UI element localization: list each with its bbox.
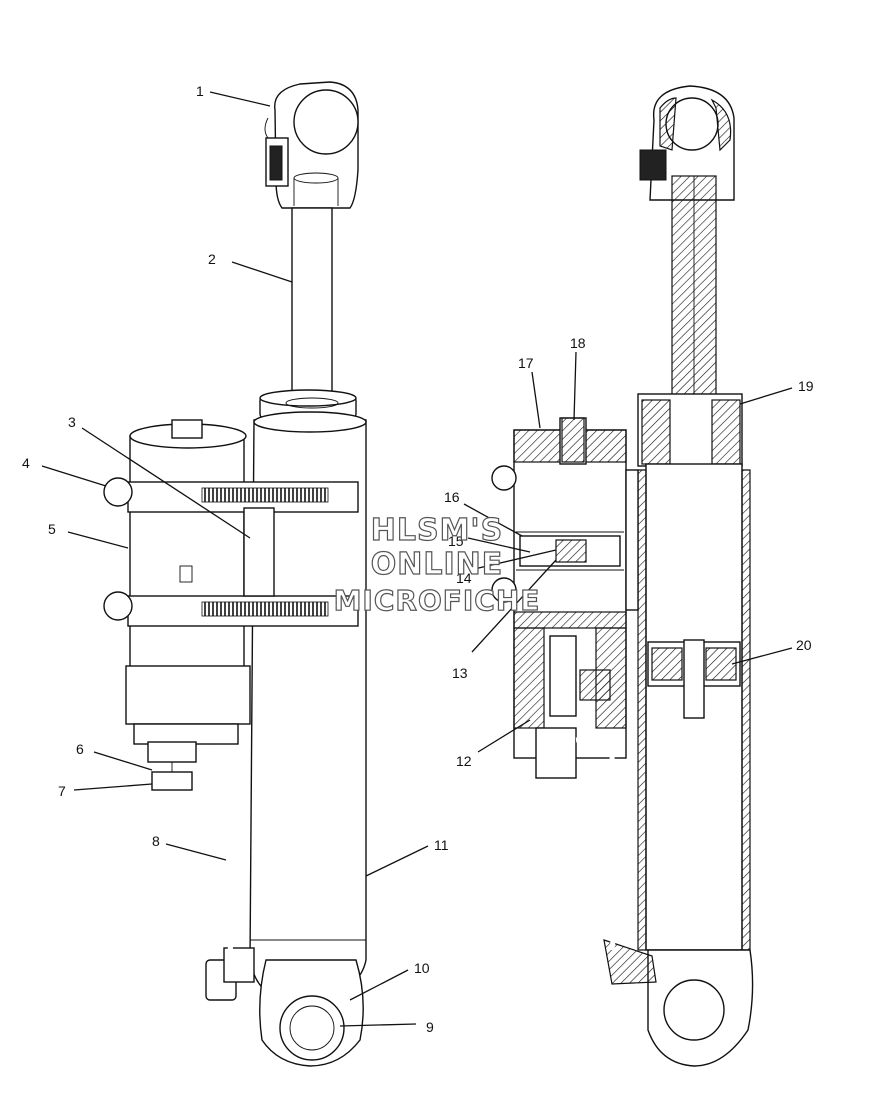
- callout-11: 11: [434, 837, 449, 853]
- callout-4: 4: [22, 455, 30, 471]
- callout-7: 7: [58, 783, 66, 799]
- section-view: [491, 85, 754, 1067]
- callout-20: 20: [796, 637, 812, 653]
- watermark: HLSM'S ONLINE MICROFICHE: [333, 512, 541, 617]
- external-view: [103, 81, 367, 1067]
- callout-16: 16: [444, 489, 460, 505]
- callout-5: 5: [48, 521, 56, 537]
- callout-14: 14: [456, 570, 472, 586]
- clamp-bands: [103, 477, 359, 627]
- watermark-line-2: ONLINE: [371, 547, 504, 582]
- bottom-eyelet: [205, 947, 364, 1067]
- callout-9: 9: [426, 1019, 434, 1035]
- reservoir: [125, 419, 251, 791]
- watermark-line-1: HLSM'S: [371, 513, 503, 548]
- callout-15: 15: [448, 533, 464, 549]
- shaft: [291, 207, 333, 399]
- callout-2: 2: [208, 251, 216, 267]
- callout-10: 10: [414, 960, 430, 976]
- top-eyelet: [264, 81, 359, 209]
- leader-lines: [41, 91, 793, 1027]
- callout-12: 12: [456, 753, 472, 769]
- main-cylinder: [249, 411, 367, 1003]
- callout-1: 1: [196, 83, 204, 99]
- callout-numbers: 1 2 3 4 5 6 7 8 9 10 11 12 13 14 15 16 1…: [22, 83, 814, 1035]
- callout-17: 17: [518, 355, 534, 371]
- callout-6: 6: [76, 741, 84, 757]
- callout-3: 3: [68, 414, 76, 430]
- watermark-line-3: MICROFICHE: [334, 584, 541, 617]
- callout-13: 13: [452, 665, 468, 681]
- callout-8: 8: [152, 833, 160, 849]
- callout-18: 18: [570, 335, 586, 351]
- callout-19: 19: [798, 378, 814, 394]
